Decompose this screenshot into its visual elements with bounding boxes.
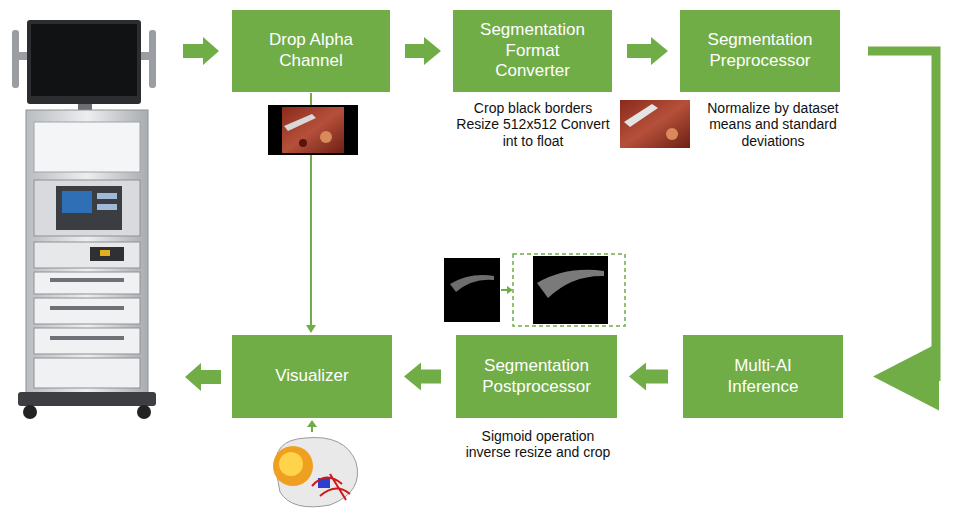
flow-arrow bbox=[405, 37, 441, 65]
block-arrow bbox=[629, 363, 668, 391]
process-box: Multi-AI Inference bbox=[683, 335, 843, 418]
flow-arrow bbox=[629, 363, 668, 391]
process-box: Visualizer bbox=[232, 335, 392, 418]
box-label: Segmentation Postprocessor bbox=[470, 356, 603, 397]
output-arrow bbox=[185, 363, 221, 391]
box-label: Visualizer bbox=[275, 366, 348, 387]
surgical-cart bbox=[12, 20, 156, 419]
preprocessed-thumbnail bbox=[620, 100, 690, 148]
box-label: Segmentation Format Converter bbox=[467, 20, 598, 82]
flow-arrow bbox=[627, 37, 668, 65]
step-note: Crop black borders Resize 512x512 Conver… bbox=[452, 100, 614, 149]
block-arrow bbox=[404, 363, 441, 391]
organ-model bbox=[273, 420, 358, 507]
step-note: Sigmoid operation inverse resize and cro… bbox=[460, 428, 616, 461]
step-note: Normalize by dataset means and standard … bbox=[698, 100, 848, 149]
input-arrow bbox=[183, 37, 219, 65]
block-arrow bbox=[405, 37, 441, 65]
block-arrow bbox=[627, 37, 668, 65]
process-box: Segmentation Preprocessor bbox=[680, 10, 840, 92]
box-label: Segmentation Preprocessor bbox=[694, 30, 826, 71]
flow-arrow bbox=[404, 363, 441, 391]
process-box: Drop Alpha Channel bbox=[232, 10, 390, 92]
box-label: Multi-AI Inference bbox=[697, 356, 829, 397]
box-label: Drop Alpha Channel bbox=[246, 30, 376, 71]
process-box: Segmentation Format Converter bbox=[453, 10, 612, 92]
video-thumbnail bbox=[268, 105, 358, 155]
arrow-head bbox=[306, 325, 316, 333]
flow-arrow bbox=[868, 51, 939, 411]
mask-images bbox=[444, 254, 625, 326]
bent-connector bbox=[868, 51, 936, 377]
arrow-head bbox=[873, 343, 939, 411]
process-box: Segmentation Postprocessor bbox=[456, 335, 617, 418]
